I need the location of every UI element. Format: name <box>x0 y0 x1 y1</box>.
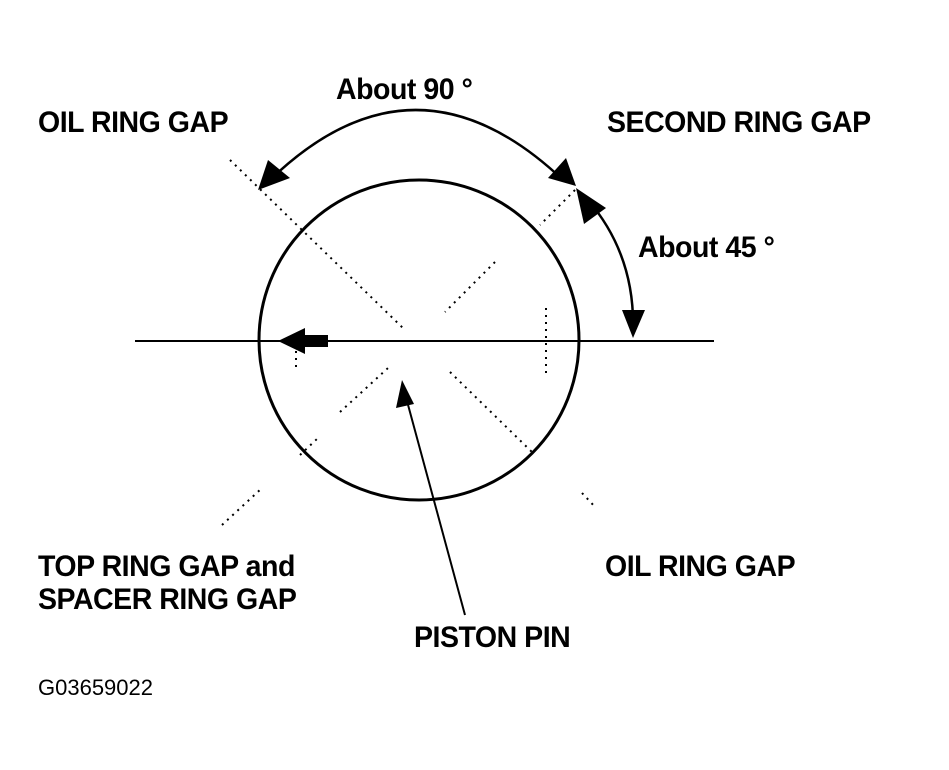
piston-pin-leader-arrowhead-icon <box>396 380 414 408</box>
angle-45-arrowhead-top-icon <box>576 188 606 224</box>
top-ring-gap-line-outer <box>221 487 263 526</box>
piston-pin-label: PISTON PIN <box>414 621 571 654</box>
second-ring-gap-line-inner <box>444 261 496 313</box>
oil-ring-gap-upper-label: OIL RING GAP <box>38 106 229 139</box>
oil-ring-gap-lower-line-outer <box>581 492 597 509</box>
angle-90-label: About 90 ° <box>336 73 473 106</box>
top-ring-gap-line-inner <box>299 437 319 456</box>
spacer-ring-gap-label: SPACER RING GAP <box>38 583 297 616</box>
second-ring-gap-label: SECOND RING GAP <box>607 106 871 139</box>
gap-direction-lines <box>221 159 597 526</box>
oil-ring-gap-lower-label: OIL RING GAP <box>605 550 796 583</box>
oil-ring-gap-upper-line <box>229 159 406 331</box>
angle-90-arrowhead-left-icon <box>258 160 290 190</box>
second-ring-gap-line-outer <box>539 189 576 226</box>
piston-pin-leader <box>403 389 466 616</box>
angle-90-arc <box>269 108 564 181</box>
spacer-ring-gap-line <box>339 367 389 413</box>
angle-45-arrowhead-bottom-icon <box>622 310 645 338</box>
angle-90-arrowhead-right-icon <box>548 158 576 186</box>
front-direction-arrow-icon <box>278 328 328 354</box>
oil-ring-gap-lower-line <box>449 371 536 456</box>
angle-45-label: About 45 ° <box>638 231 775 264</box>
figure-code: G03659022 <box>38 675 153 700</box>
top-ring-gap-label: TOP RING GAP and <box>38 550 295 583</box>
